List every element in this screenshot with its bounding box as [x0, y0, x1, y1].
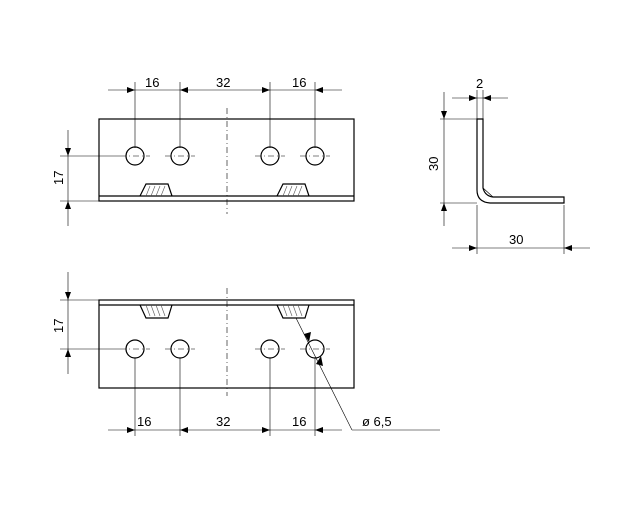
- top-view: 16 32 16 17: [51, 75, 355, 226]
- side-dim-height: 30: [426, 92, 477, 226]
- bottom-bracket-outline: [98, 299, 355, 389]
- bottom-dim-16-left: 16: [137, 414, 151, 429]
- top-holes: [120, 146, 330, 166]
- top-dim-32: 32: [216, 75, 230, 90]
- top-dim-height: 17: [51, 130, 120, 226]
- side-view: 2 30 30: [426, 76, 590, 254]
- hole-diameter-leader: ø 6,5: [295, 317, 440, 431]
- bottom-rib-right: [276, 304, 310, 319]
- bottom-view: 17 16 32 16 ø 6,5: [51, 272, 440, 436]
- bottom-dim-17: 17: [51, 319, 66, 333]
- angle-profile: [476, 118, 565, 204]
- side-dim-30-horizontal: 30: [509, 232, 523, 247]
- bottom-dim-chain: 16 32 16: [108, 358, 342, 436]
- top-rib-right: [276, 183, 310, 197]
- side-dim-30-vertical: 30: [426, 157, 441, 171]
- bottom-dim-16-right: 16: [292, 414, 306, 429]
- top-rib-left: [139, 183, 173, 197]
- side-dim-width: 30: [452, 205, 590, 254]
- bottom-dim-32: 32: [216, 414, 230, 429]
- side-dim-2: 2: [476, 76, 483, 91]
- bottom-rib-left: [139, 304, 173, 319]
- bottom-dim-height: 17: [51, 272, 120, 374]
- top-dim-17: 17: [51, 171, 66, 185]
- bottom-holes: [120, 339, 330, 359]
- top-dim-chain: 16 32 16: [108, 75, 342, 148]
- top-bracket-outline: [98, 118, 355, 202]
- top-dim-16-right: 16: [292, 75, 306, 90]
- side-dim-thickness: 2: [452, 76, 508, 119]
- top-dim-16-left: 16: [145, 75, 159, 90]
- hole-diameter-label: ø 6,5: [362, 414, 392, 429]
